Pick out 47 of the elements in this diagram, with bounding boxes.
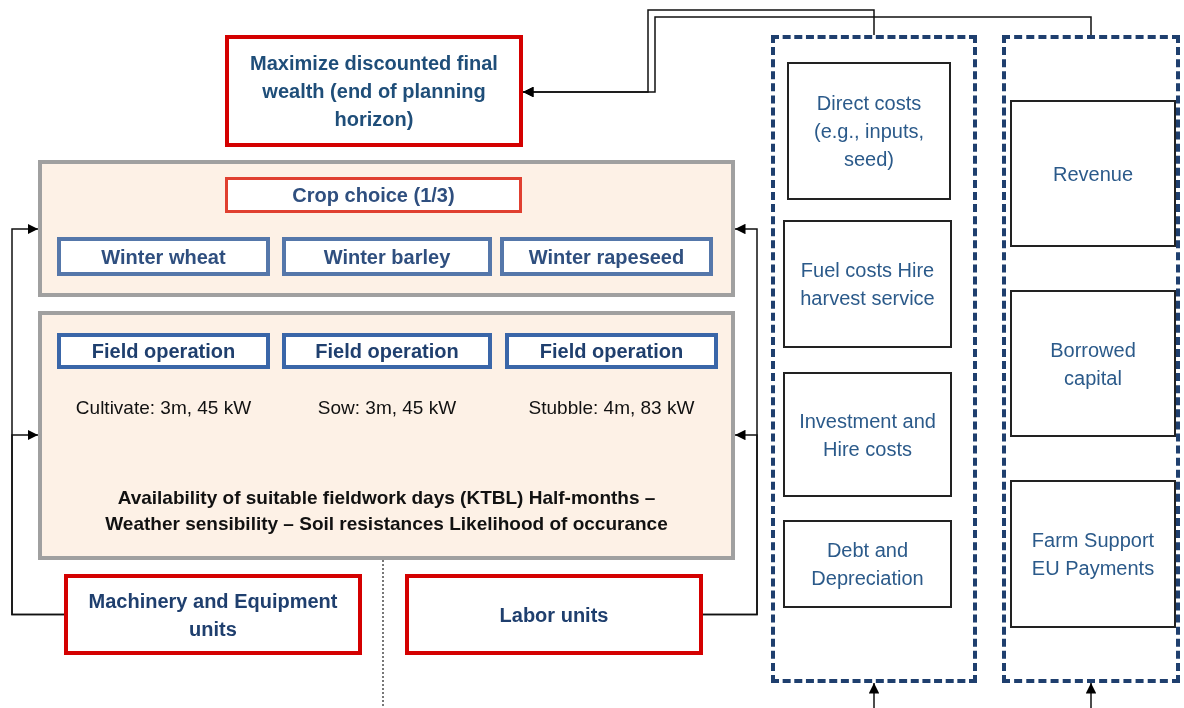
node-label: Machinery and Equipment units bbox=[87, 588, 339, 642]
item-box bbox=[783, 520, 952, 608]
dashed-group-box bbox=[1002, 35, 1180, 683]
node-label: Revenue bbox=[1051, 161, 1135, 187]
arrow bbox=[1085, 682, 1097, 708]
node-label: Borrowed capital bbox=[1049, 337, 1137, 391]
item-box bbox=[1010, 100, 1176, 247]
panel-box bbox=[38, 311, 735, 560]
node-label: Field operation bbox=[314, 339, 460, 364]
node-label: Direct costs (e.g., inputs, seed) bbox=[812, 91, 926, 172]
arrow bbox=[868, 682, 880, 708]
crop-box bbox=[282, 237, 492, 276]
item-box bbox=[1010, 480, 1176, 628]
item-box bbox=[783, 372, 952, 497]
goal-box bbox=[225, 35, 523, 147]
node-label: Farm Support EU Payments bbox=[1030, 528, 1156, 581]
node-label: Debt and Depreciation bbox=[810, 538, 925, 591]
item-box bbox=[1010, 290, 1176, 437]
node-label: Labor units bbox=[498, 602, 610, 628]
node-label: Field operation bbox=[90, 339, 237, 364]
choice-box bbox=[225, 177, 522, 213]
unit-box bbox=[64, 574, 362, 655]
crop-box bbox=[57, 237, 270, 276]
spec-text: Stubble: 4m, 83 kW bbox=[528, 396, 695, 420]
field-operation-box bbox=[505, 333, 718, 369]
unit-box bbox=[405, 574, 703, 655]
node-label: Fuel costs Hire harvest service bbox=[799, 258, 936, 311]
crop-box bbox=[500, 237, 713, 276]
node-label: Maximize discounted final wealth (end of planning horizon) bbox=[249, 51, 499, 132]
arrow bbox=[11, 429, 65, 616]
arrow bbox=[702, 429, 758, 616]
panel-box bbox=[38, 160, 735, 297]
node-label: Winter barley bbox=[322, 244, 452, 270]
spec-text: Cultivate: 3m, 45 kW bbox=[75, 396, 252, 420]
node-label: Field operation bbox=[538, 339, 685, 364]
spec-text: Sow: 3m, 45 kW bbox=[317, 396, 457, 420]
node-label: Crop choice (1/3) bbox=[291, 183, 456, 208]
field-operation-box bbox=[57, 333, 270, 369]
note-text: Availability of suitable fieldwork days (KTBL) Half-months – Weather sensibility – Soil resistances Likelihood of occurance bbox=[104, 485, 669, 537]
item-box bbox=[787, 62, 951, 200]
node-label: Winter wheat bbox=[100, 244, 227, 270]
dashed-group-box bbox=[771, 35, 977, 683]
arrow bbox=[522, 16, 1092, 98]
field-operation-box bbox=[282, 333, 492, 369]
item-box bbox=[783, 220, 952, 348]
node-label: Winter rapeseed bbox=[527, 244, 686, 270]
node-label: Investment and Hire costs bbox=[798, 408, 937, 462]
